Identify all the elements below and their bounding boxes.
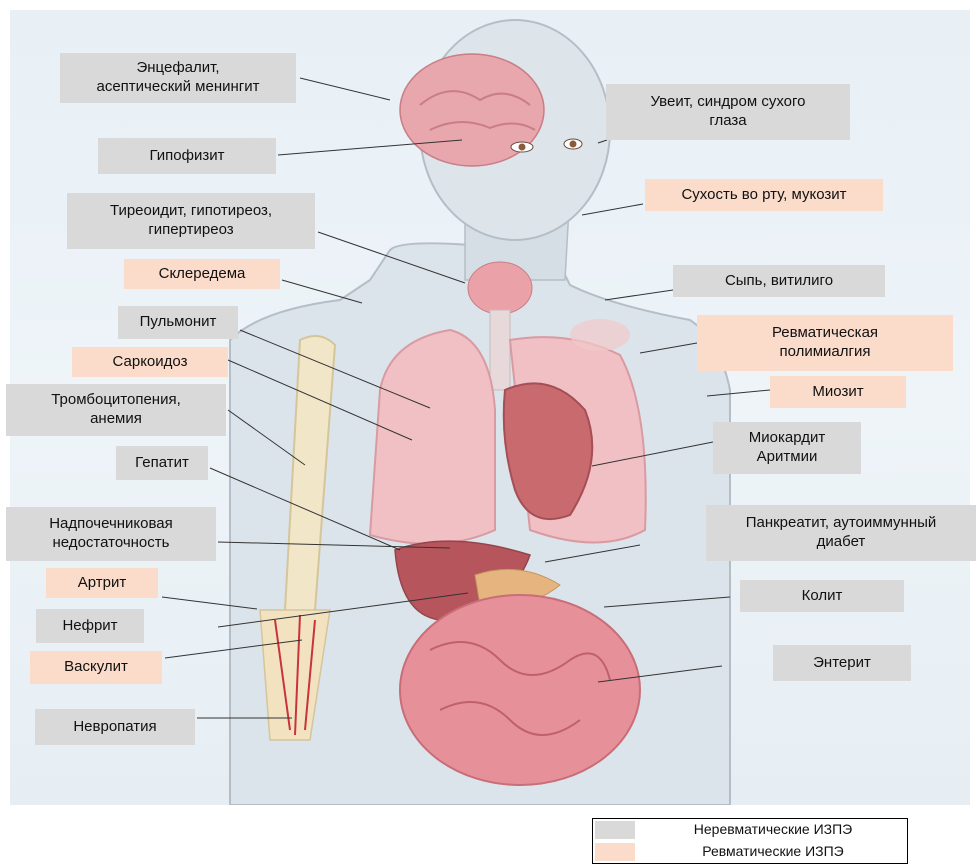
- line-hypophysitis: [278, 140, 462, 155]
- line-pmr: [640, 343, 697, 353]
- line-sarcoidosis: [228, 360, 412, 440]
- line-vasculitis: [165, 640, 302, 658]
- line-enteritis: [598, 666, 722, 682]
- label-hypophysitis: Гипофизит: [98, 138, 276, 174]
- label-colitis: Колит: [740, 580, 904, 612]
- line-arthritis: [162, 597, 257, 609]
- label-dry-mouth: Сухость во рту, мукозит: [645, 179, 883, 211]
- line-hepatitis: [210, 468, 400, 550]
- line-myocarditis: [592, 442, 713, 466]
- label-encephalitis: Энцефалит, асептический менингит: [60, 53, 296, 103]
- label-uveitis: Увеит, синдром сухого глаза: [606, 84, 850, 140]
- line-scleredema: [282, 280, 362, 303]
- line-nephritis: [218, 593, 468, 627]
- legend-swatch-gray: [595, 821, 635, 839]
- line-rash: [605, 290, 673, 300]
- line-myositis: [707, 390, 770, 396]
- line-thrombocytopenia: [228, 410, 305, 465]
- line-pancreatitis: [545, 545, 640, 562]
- label-thyroiditis: Тиреоидит, гипотиреоз, гипертиреоз: [67, 193, 315, 249]
- label-enteritis: Энтерит: [773, 645, 911, 681]
- line-dry-mouth: [582, 204, 643, 215]
- label-pancreatitis: Панкреатит, аутоиммунный диабет: [706, 505, 976, 561]
- line-pneumonitis: [240, 330, 430, 408]
- line-thyroiditis: [318, 232, 465, 283]
- label-hepatitis: Гепатит: [116, 446, 208, 480]
- line-colitis: [604, 597, 730, 607]
- legend-label-rheumatic: Ревматические ИЗПЭ: [643, 843, 903, 859]
- label-arthritis: Артрит: [46, 568, 158, 598]
- legend-label-non-rheumatic: Неревматические ИЗПЭ: [643, 821, 903, 837]
- legend-swatch-peach: [595, 843, 635, 861]
- label-scleredema: Склередема: [124, 259, 280, 289]
- label-pneumonitis: Пульмонит: [118, 306, 238, 339]
- label-vasculitis: Васкулит: [30, 651, 162, 684]
- label-adrenal: Надпочечниковая недостаточность: [6, 507, 216, 561]
- line-adrenal: [218, 542, 450, 548]
- legend-row-non-rheumatic: Неревматические ИЗПЭ: [593, 819, 907, 841]
- label-neuropathy: Невропатия: [35, 709, 195, 745]
- line-uveitis: [598, 140, 607, 143]
- legend: Неревматические ИЗПЭ Ревматические ИЗПЭ: [592, 818, 908, 864]
- label-myocarditis: Миокардит Аритмии: [713, 422, 861, 474]
- legend-row-rheumatic: Ревматические ИЗПЭ: [593, 841, 907, 863]
- label-nephritis: Нефрит: [36, 609, 144, 643]
- label-rash: Сыпь, витилиго: [673, 265, 885, 297]
- label-thrombocytopenia: Тромбоцитопения, анемия: [6, 384, 226, 436]
- label-sarcoidosis: Саркоидоз: [72, 347, 228, 377]
- label-myositis: Миозит: [770, 376, 906, 408]
- line-encephalitis: [300, 78, 390, 100]
- label-pmr: Ревматическая полимиалгия: [697, 315, 953, 371]
